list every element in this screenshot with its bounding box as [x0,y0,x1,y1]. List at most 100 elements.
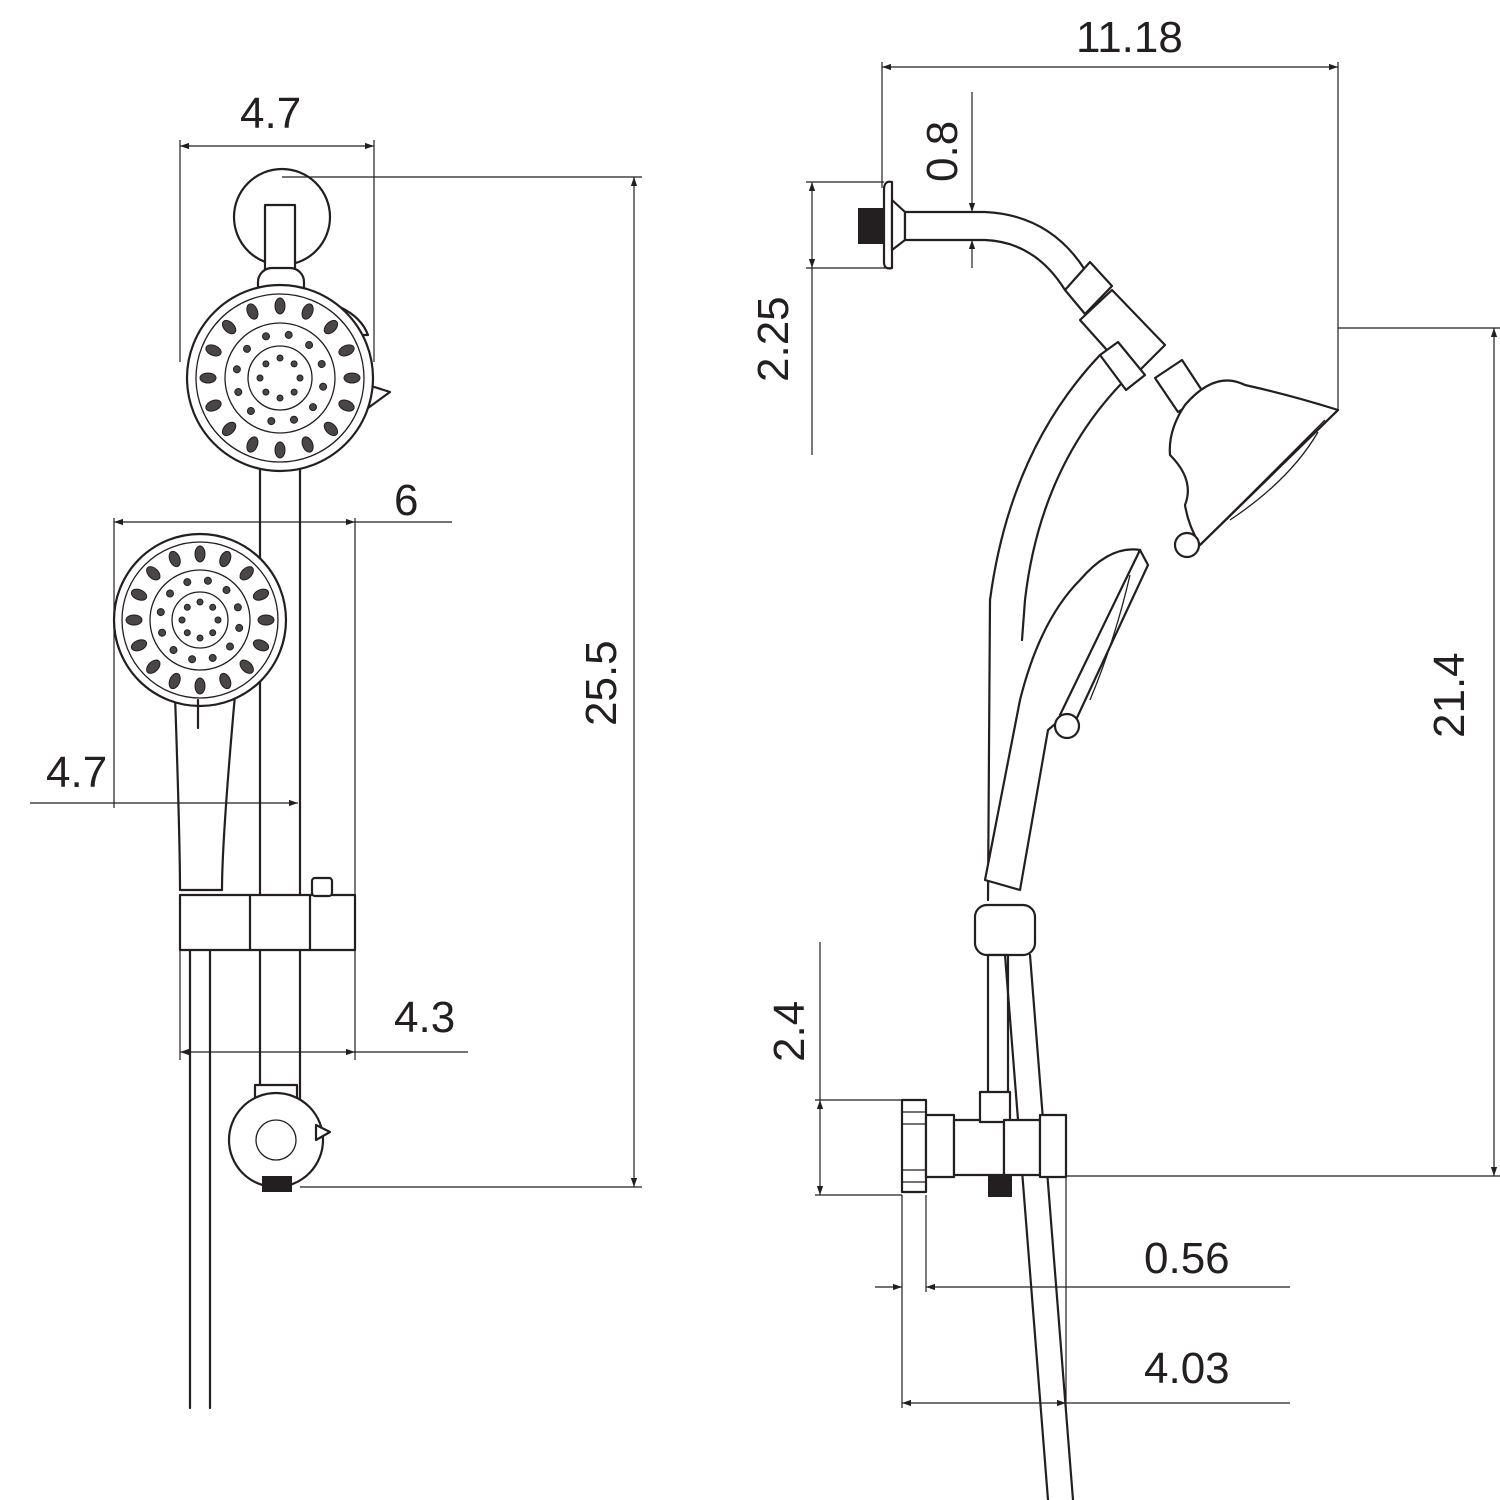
dim-head-width: 4.7 [240,89,301,138]
bracket-holder-side [973,903,1037,957]
spray-nozzle [178,616,186,624]
hose-side [1003,953,1075,1500]
spray-nozzle [130,588,148,601]
spray-nozzle [226,642,234,651]
dim-handheld-width: 6 [394,476,418,525]
spray-nozzle [234,388,243,397]
spray-nozzle [338,344,355,357]
spray-nozzle [199,372,217,384]
spray-nozzle [209,603,217,611]
wall-flange-side [858,180,907,270]
spray-nozzle [239,659,254,674]
spray-nozzle [219,672,232,690]
hand-shower-side [983,548,1150,892]
spray-nozzle [252,588,270,601]
spray-nozzle [168,550,181,568]
spray-nozzle [188,655,197,664]
fixed-shower-head-front [185,283,392,473]
spray-nozzle [338,399,355,412]
shower-arm-side [903,210,1087,292]
spray-nozzle [205,399,222,412]
spray-nozzle [323,421,339,437]
spray-nozzle [246,407,255,415]
spray-nozzle [262,332,270,341]
spray-nozzle [166,589,174,598]
holder-block-side [1098,340,1147,392]
spray-nozzle [267,417,276,426]
front-view: 4.7 6 4.7 4.3 25.5 [30,89,642,1410]
spray-nozzle [125,614,143,626]
spray-nozzle [169,646,178,654]
spray-nozzle [309,403,317,412]
spray-nozzle [130,639,148,652]
spray-nozzle [222,586,231,594]
slide-bar-side [986,953,1010,1097]
fixed-shower-head-side [1153,358,1340,559]
hose-front [188,893,212,1410]
spray-nozzle [246,303,259,320]
spray-nozzle [158,628,167,637]
dim-total-height: 25.5 [577,640,626,726]
spray-nozzle [232,365,241,374]
spray-nozzle [274,441,286,459]
spray-nozzle [214,616,222,624]
spray-nozzle [252,639,270,652]
dim-arm-reach: 11.18 [1076,13,1183,62]
spray-nozzle [262,360,270,368]
hose-loop-inner [1020,383,1122,642]
spray-nozzle [196,598,204,606]
spray-nozzle [183,629,191,637]
dim-diverter-height: 2.4 [765,1001,814,1062]
dim-arm-rise: 0.8 [918,121,967,182]
spray-nozzle [146,659,161,674]
spray-nozzle [221,421,237,437]
spray-nozzle [233,603,242,612]
spray-nozzle [196,634,204,642]
spray-nozzle [246,436,259,453]
spray-nozzle [276,394,284,402]
spray-nozzle [343,372,361,384]
dim-bracket-width: 4.3 [394,993,455,1042]
dim-handheld-offset: 4.7 [46,748,107,797]
spray-nozzle [290,415,298,424]
spray-nozzle [221,319,237,335]
arm-connector-side [1063,260,1114,316]
spray-nozzle [183,578,192,587]
spray-nozzle [305,341,314,349]
spray-nozzle [203,576,212,585]
dim-inlet-depth: 0.56 [1144,1234,1230,1283]
spray-nozzle [323,319,339,335]
spray-nozzle [290,388,298,396]
hose-loop-side [986,353,1102,902]
spray-nozzle [284,330,293,339]
spray-nozzle [290,360,298,368]
spray-nozzle [235,623,244,632]
spray-nozzle [208,653,217,662]
wall-elbow-front [227,1083,332,1192]
spray-nozzle [194,545,206,563]
dim-flange-height: 2.25 [749,296,798,382]
spray-nozzle [156,608,165,617]
diverter-side [900,1090,1068,1197]
dim-head-drop: 21.4 [1425,652,1474,738]
spray-nozzle [301,436,314,453]
spray-nozzle [319,382,328,391]
spray-nozzle [296,374,304,382]
spray-nozzle [239,566,254,581]
slide-bar [258,428,302,1102]
spray-nozzle [276,354,284,362]
dim-diverter-depth: 4.03 [1144,1344,1230,1393]
spray-nozzle [274,297,286,315]
side-view: 11.18 0.8 2.25 21.4 2.4 0.56 4.03 [749,13,1500,1500]
spray-nozzle [219,550,232,568]
spray-nozzle [262,388,270,396]
spray-nozzle [168,672,181,690]
spray-nozzle [257,614,275,626]
spray-nozzle [183,603,191,611]
spray-nozzle [317,360,326,368]
spray-nozzle [209,629,217,637]
spray-nozzle [256,374,264,382]
hand-shower-front [112,532,288,892]
spray-nozzle [194,677,206,695]
